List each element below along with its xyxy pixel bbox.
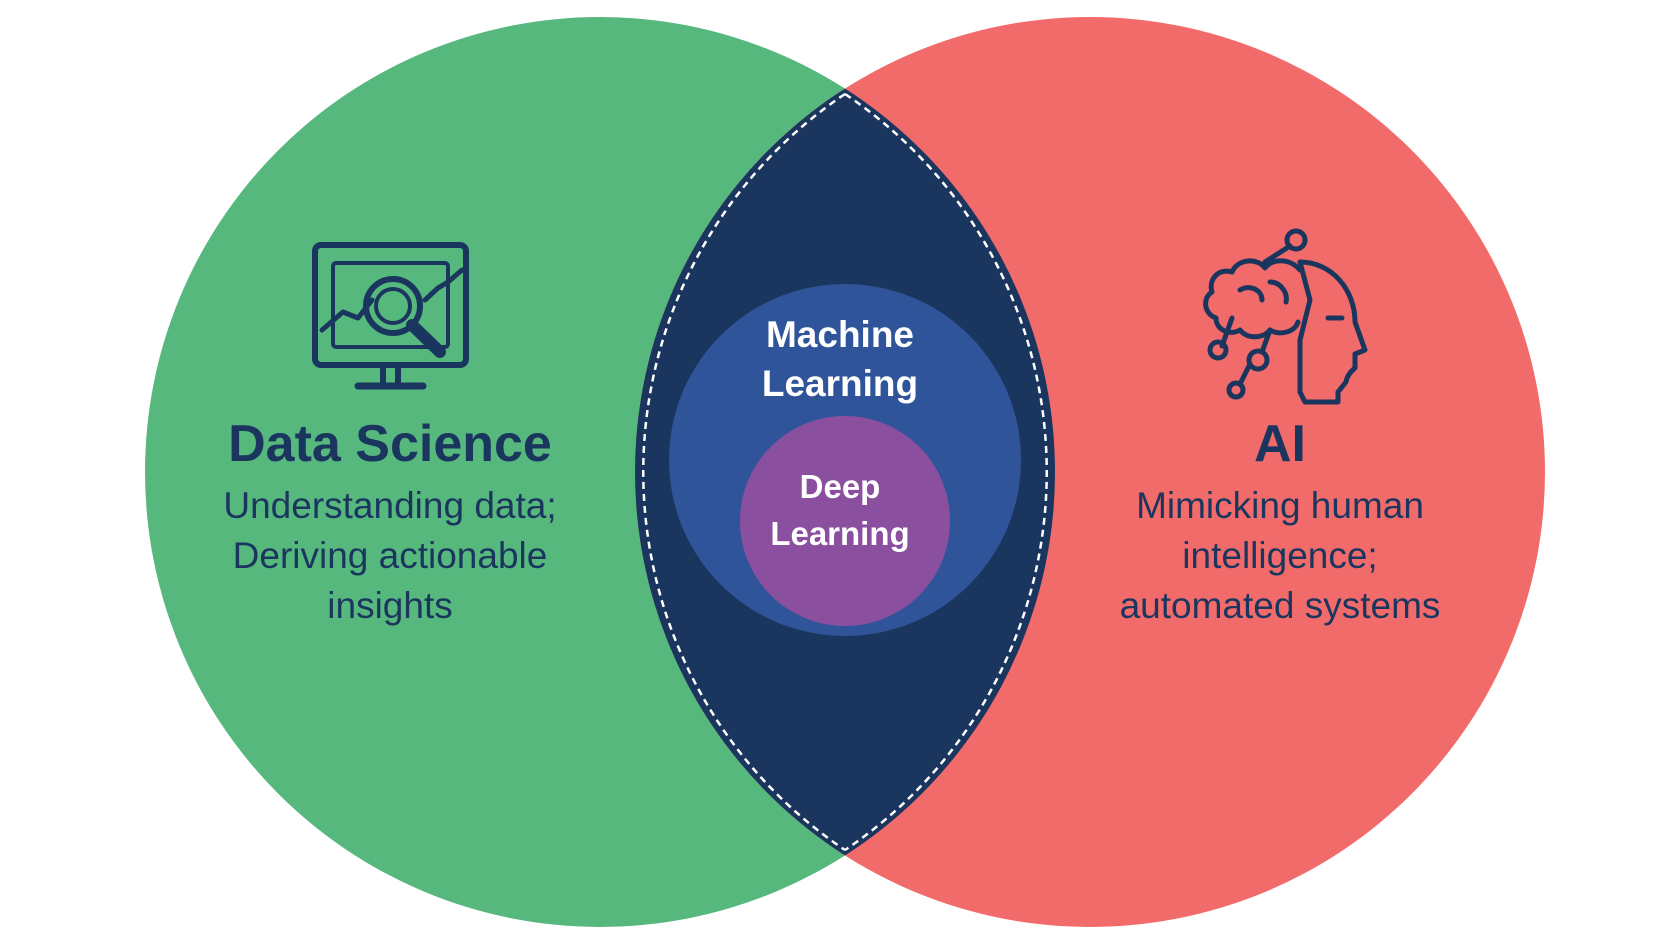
machine-learning-title: Machine Learning (761, 314, 919, 404)
monitor-magnifier-chart-icon (312, 242, 469, 390)
data-science-description: Understanding data; Deriving actionable … (223, 485, 557, 626)
ai-description: Mimicking human intelligence; automated … (1119, 485, 1441, 626)
overlap-dashed-border-left (642, 92, 846, 852)
overlap-region (635, 17, 1055, 927)
ai-head-brain-network-icon (1203, 228, 1368, 405)
data-science-title: Data Science (228, 415, 552, 473)
deep-learning-title: Deep Learning (770, 468, 910, 552)
overlap-dashed-border-right (844, 92, 1048, 852)
deep-learning-circle (740, 416, 950, 626)
ai-title: AI (1254, 415, 1306, 473)
